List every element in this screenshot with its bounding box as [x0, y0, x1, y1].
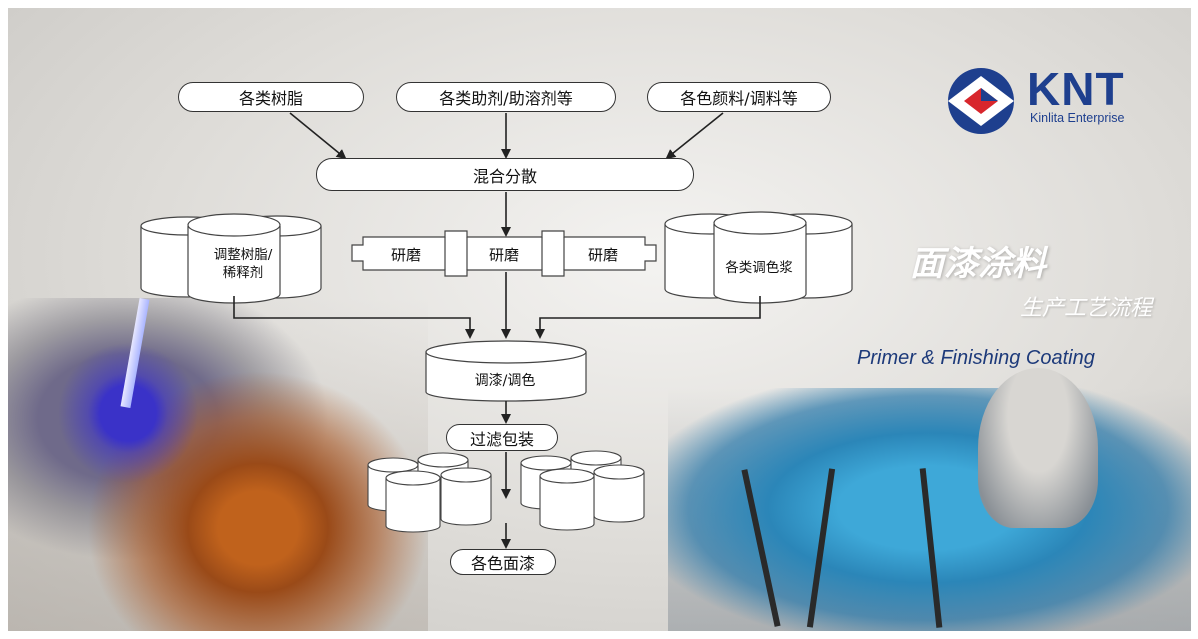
mixing-dispersion-step: 混合分散: [316, 158, 694, 191]
left-tank-group: [140, 213, 322, 304]
page-title: 面漆涂料: [910, 244, 1046, 284]
filter-packaging-step: 过滤包装: [446, 424, 558, 451]
input-additives-solvents: 各类助剂/助溶剂等: [396, 82, 616, 112]
can: [440, 467, 492, 526]
knt-logo-icon: [948, 68, 1014, 134]
logo-wordmark: KNT: [1027, 63, 1125, 115]
tank-label-line: 调整树脂/: [213, 247, 273, 263]
left-can-group: [367, 452, 492, 533]
tank: [713, 211, 807, 304]
resin-thinner-tank-label: 调整树脂/ 稀释剂: [198, 246, 288, 282]
arrow-pigments-to-mix: [665, 112, 724, 160]
tinting-tank: [425, 340, 587, 402]
tinting-tank-label: 调漆/调色: [474, 373, 536, 389]
arrow-resin-to-mix: [289, 112, 347, 160]
tank: [187, 213, 281, 304]
arrow-paste-tank-to-tint: [535, 296, 761, 339]
can: [385, 470, 441, 533]
grinding-step-label: 研磨: [489, 246, 520, 264]
paint-mixing-photo: [8, 297, 428, 631]
right-can-group: [520, 450, 645, 531]
grinding-step-label: 研磨: [391, 246, 422, 264]
input-resins: 各类树脂: [178, 82, 364, 112]
input-pigments: 各色颜料/调料等: [647, 82, 831, 112]
english-title: Primer & Finishing Coating: [857, 347, 1095, 369]
can: [593, 464, 645, 523]
grinding-chain: [351, 230, 657, 277]
grinding-step-label: 研磨: [588, 246, 619, 264]
right-tank-group: [664, 211, 853, 304]
car-painting-photo: [668, 368, 1191, 631]
can: [539, 468, 595, 531]
tank-label-line: 稀释剂: [222, 265, 264, 281]
grinding-joint: [444, 237, 468, 270]
page-subtitle: 生产工艺流程: [1020, 296, 1153, 321]
finished-topcoat-output: 各色面漆: [450, 549, 556, 575]
tinting-paste-tank-label: 各类调色浆: [725, 260, 793, 276]
painter-figure: [978, 368, 1098, 528]
arrow-resin-tank-to-tint: [233, 296, 475, 339]
logo-tagline: Kinlita Enterprise: [1030, 111, 1125, 125]
grinding-joint: [541, 237, 565, 270]
